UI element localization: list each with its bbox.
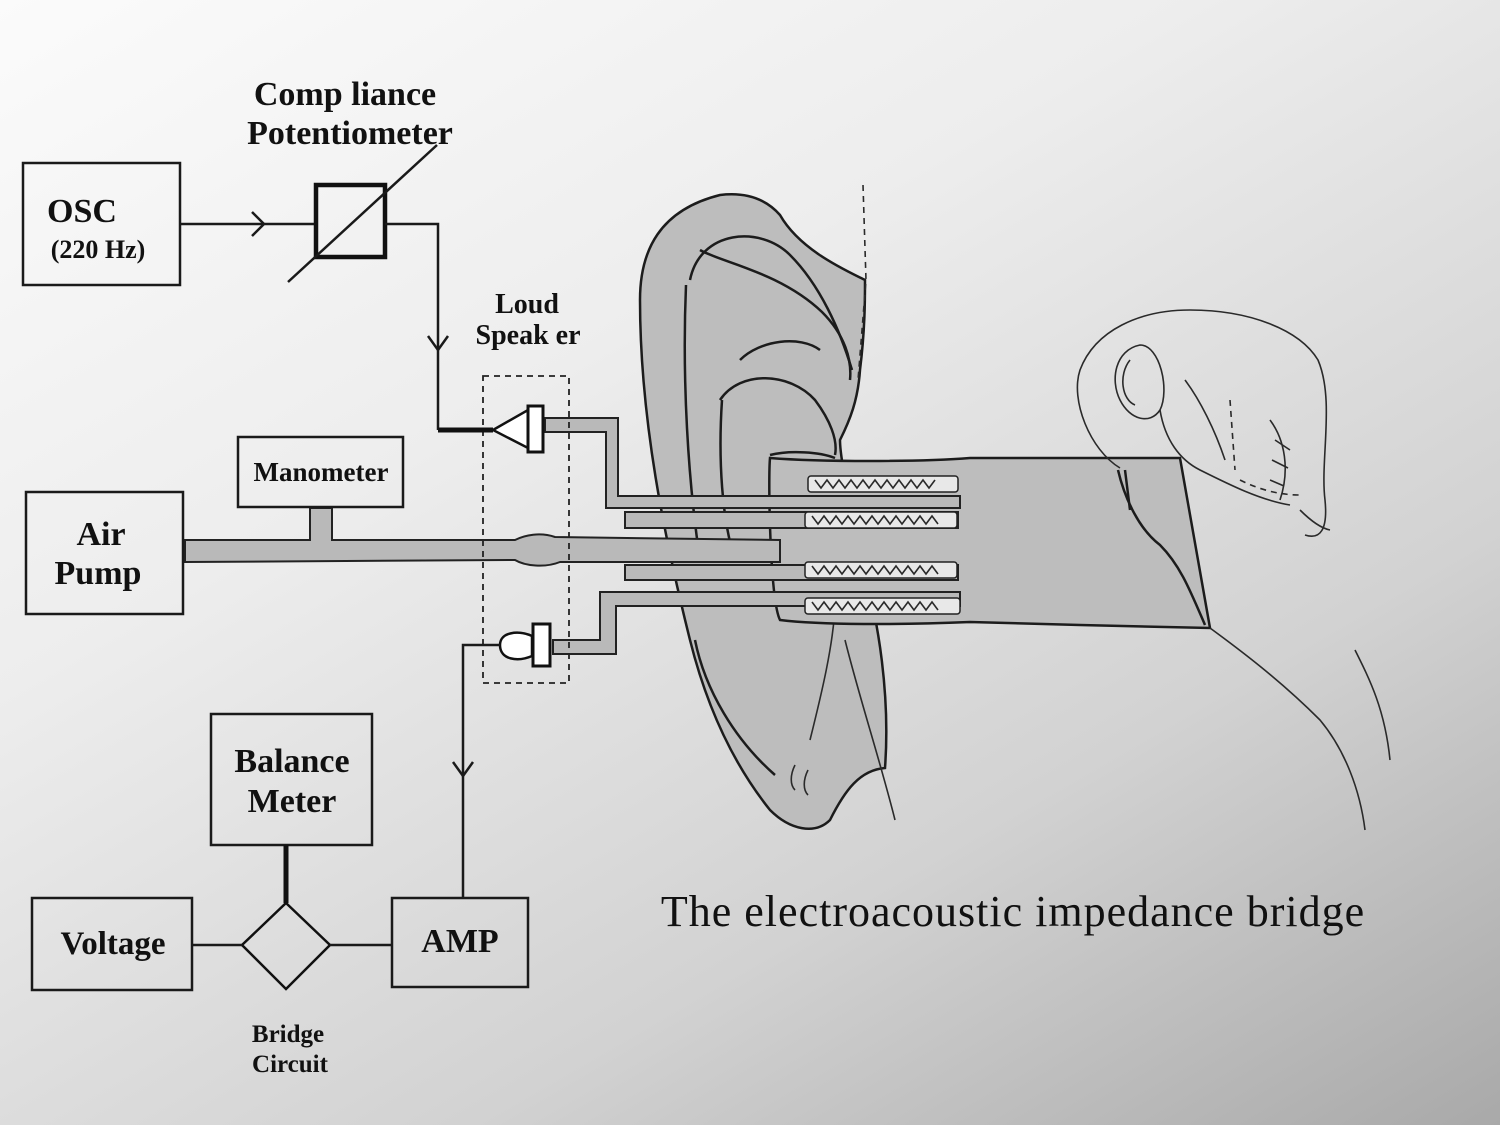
potentiometer-label: Potentiometer [247,115,453,152]
middle-ear-outline [1076,309,1328,537]
osc-frequency: (220 Hz) [51,235,146,264]
amp-box [390,896,530,989]
manometer-box [236,435,405,509]
air-line [184,507,781,567]
probe-housing [482,375,570,684]
probe-tubes [184,417,961,655]
speaker-label: Speak er [476,320,581,351]
balance-label: Balance [234,743,349,780]
air-pump-box [24,490,185,616]
diagram-caption: The electroacoustic impedance bridge [661,887,1365,936]
amp-label: AMP [421,923,498,960]
microphone-to-amp-wire [461,643,500,897]
loudspeaker-label: Loud [495,289,559,320]
potentiometer-to-speaker-wire [385,222,440,430]
balance-meter-box [209,712,374,847]
circuit-label: Circuit [252,1051,329,1078]
voltage-label: Voltage [60,926,165,962]
meter-label: Meter [248,783,337,820]
microphone-symbol [498,622,552,668]
compliance-potentiometer-box [313,182,388,260]
bridge-circuit-diamond [240,901,332,991]
osc-label: OSC [47,193,117,230]
arrow-head [251,211,266,237]
eardrum [1116,469,1207,626]
air-label: Air [76,516,125,553]
compliance-label: Comp liance [254,76,436,113]
loudspeaker-symbol [490,404,545,454]
speaker-tube [544,417,961,509]
pump-label: Pump [55,555,142,592]
bridge-label: Bridge [252,1021,324,1048]
manometer-label: Manometer [254,457,389,487]
